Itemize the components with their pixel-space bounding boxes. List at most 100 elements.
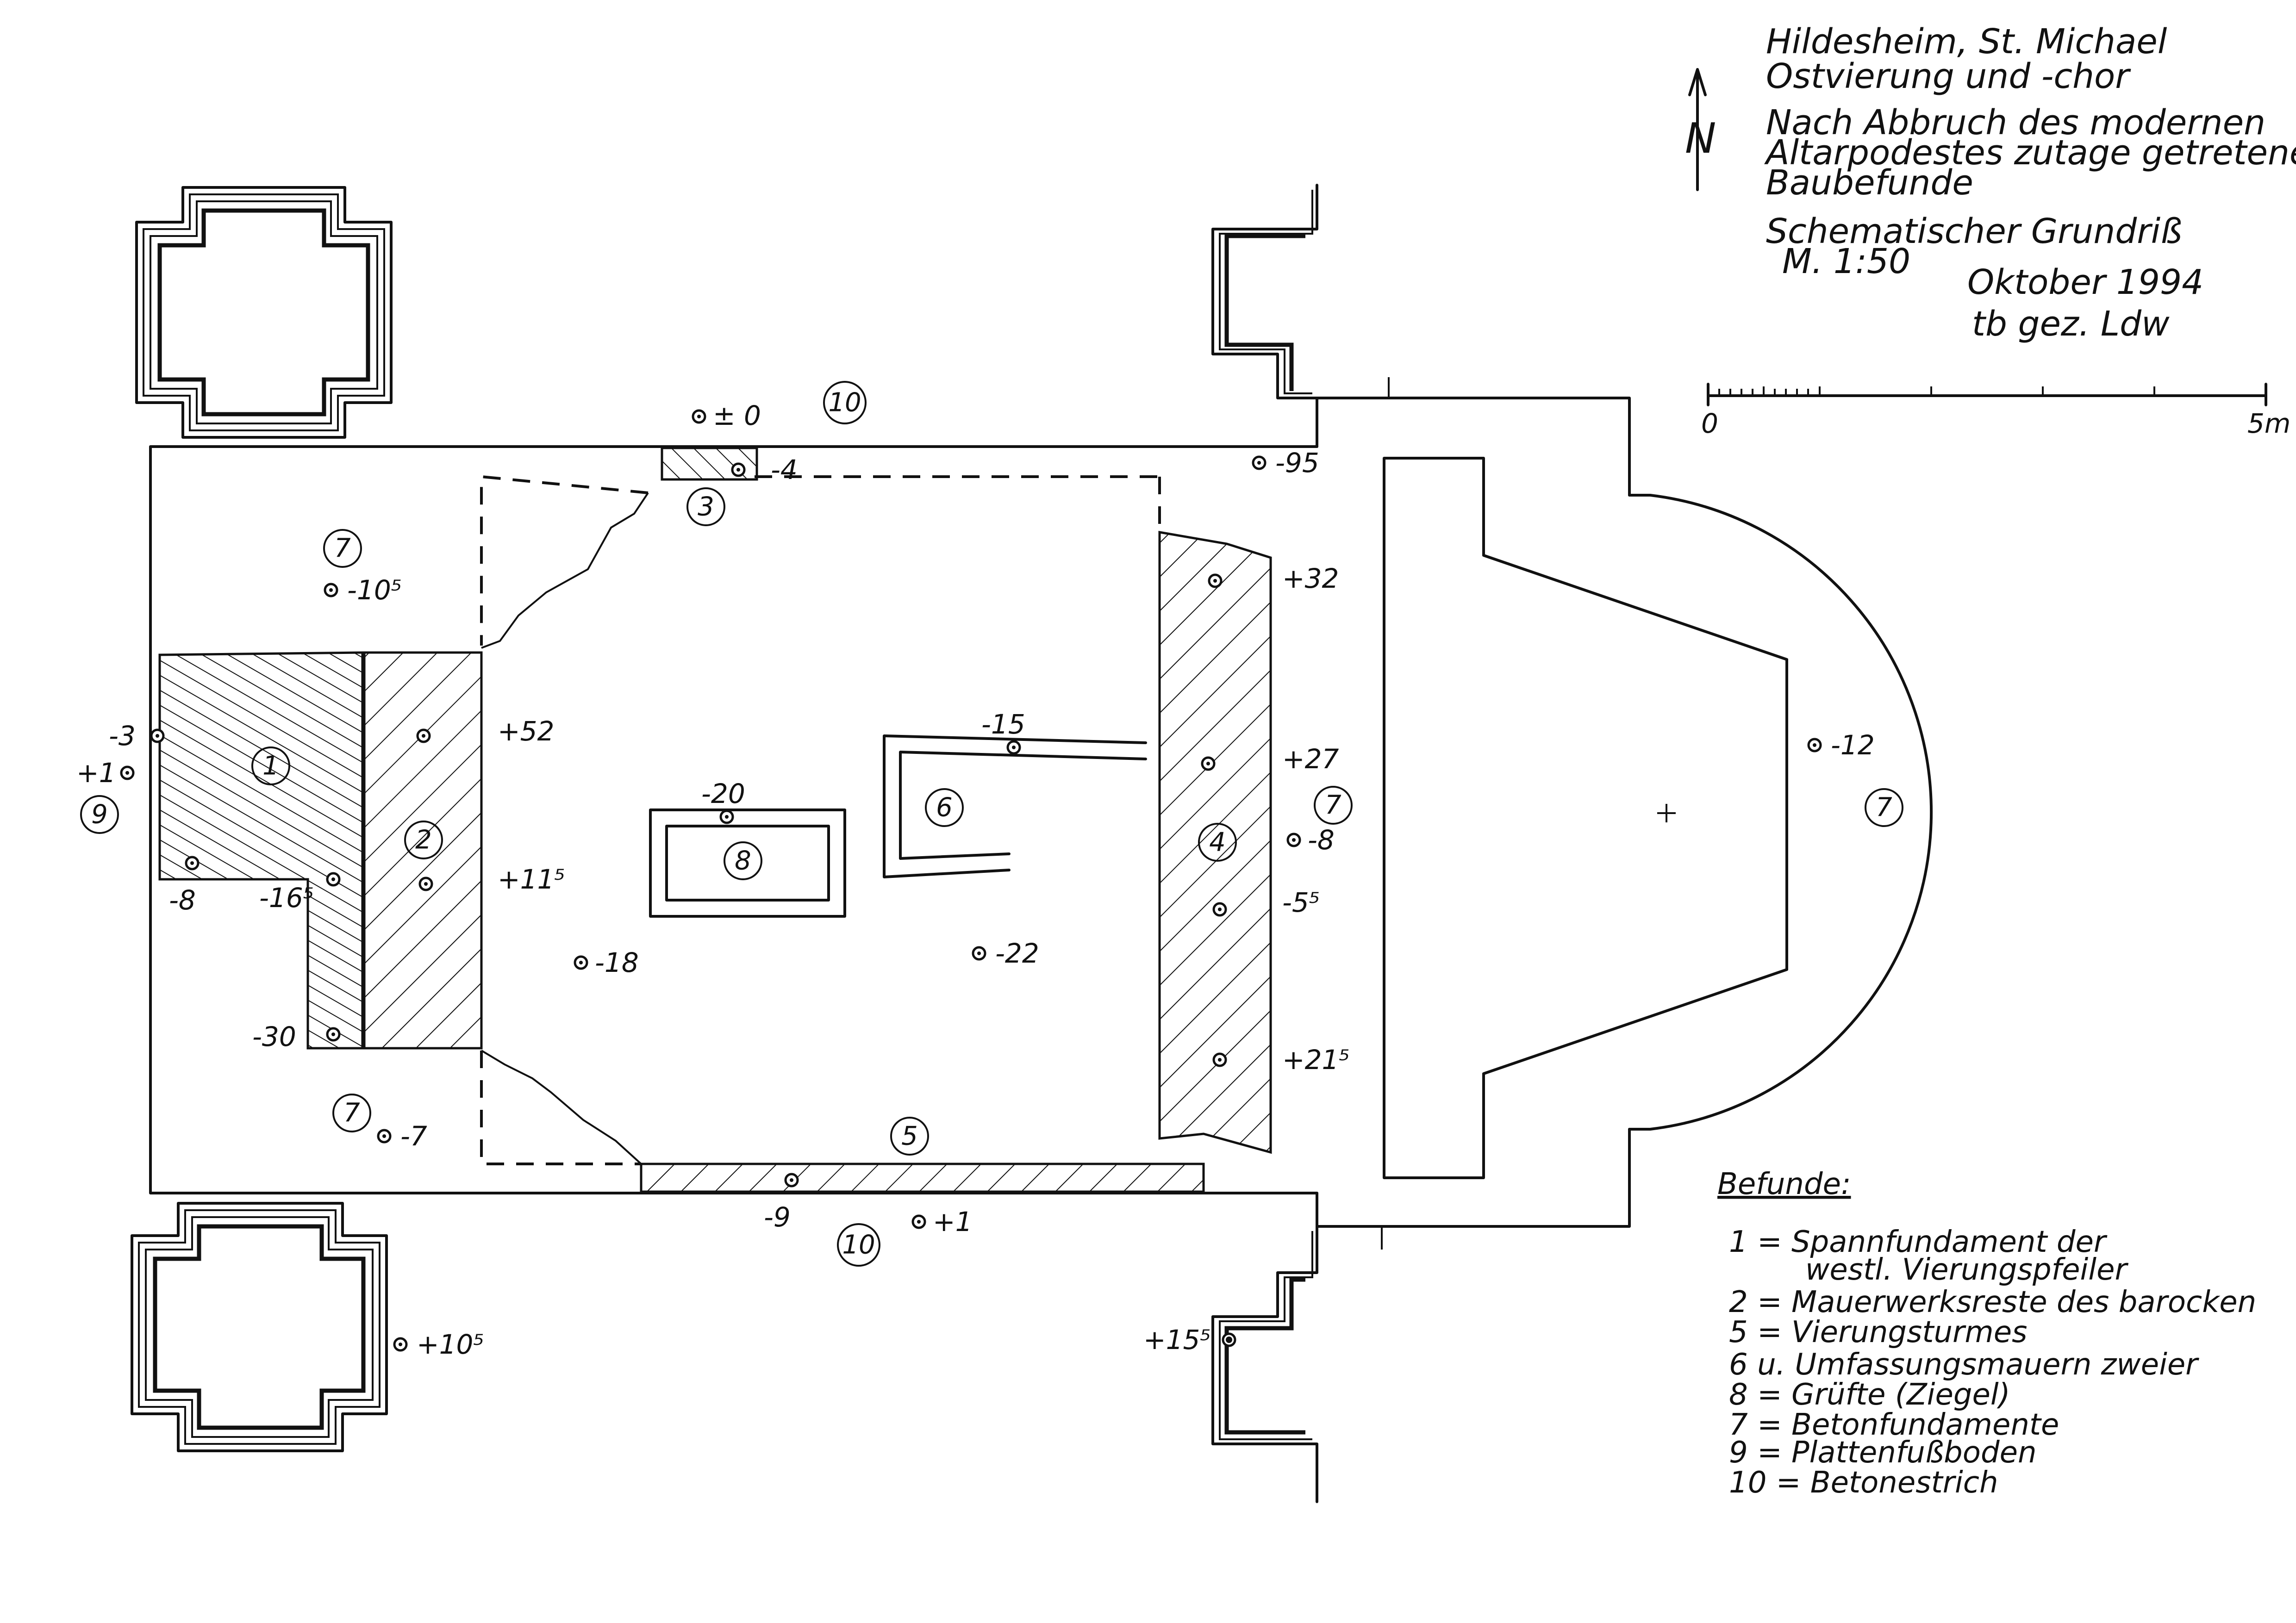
elevation-m4: -4: [731, 454, 798, 485]
svg-text:+52: +52: [498, 715, 554, 747]
elevation-m8-west: -8: [169, 856, 200, 916]
marker-10-north: 10: [823, 381, 867, 424]
svg-text:-18: -18: [595, 947, 639, 978]
legend-item-9: 9 = Plattenfußboden: [1729, 1436, 2037, 1470]
north-arrow-icon: N: [1685, 68, 1716, 191]
svg-text:-12: -12: [1831, 729, 1875, 761]
legend-item-1b: westl. Vierungspfeiler: [1805, 1253, 2128, 1287]
elevation-p1a: +1: [76, 757, 135, 789]
svg-text:-20: -20: [701, 778, 745, 809]
svg-text:-5⁵: -5⁵: [1282, 887, 1320, 918]
marker-9: 9: [80, 795, 119, 834]
marker-7-sw: 7: [332, 1094, 371, 1132]
svg-text:7: 7: [1876, 793, 1892, 823]
legend-item-8: 8 = Grüfte (Ziegel): [1729, 1378, 2010, 1412]
elevation-m20: -20: [701, 778, 745, 824]
elevation-m105: -10⁵: [324, 574, 402, 606]
marker-7-apse: 7: [1865, 788, 1903, 827]
elevation-p155: +15⁵: [1143, 1324, 1236, 1356]
title-line-2: Ostvierung und -chor: [1766, 56, 2131, 96]
apse-outline: [1628, 494, 1933, 1131]
north-label: N: [1685, 114, 1716, 163]
plan-author: tb gez. Ldw: [1972, 304, 2170, 344]
svg-text:-22: -22: [995, 938, 1039, 969]
elevation-m165: -16⁵: [259, 872, 341, 914]
marker-1: 1: [251, 746, 290, 785]
elevation-m12: -12: [1807, 729, 1875, 761]
svg-text:3: 3: [698, 492, 714, 522]
excavation-boundary: [480, 475, 1161, 1165]
svg-text:5: 5: [901, 1121, 918, 1151]
scale-start-label: 0: [1701, 408, 1718, 439]
feature-markers: 1 2 3 4 5 6 7 7 7 7 8 9 10 10: [80, 381, 1903, 1267]
description-line-2: Altarpodestes zutage getretene: [1764, 133, 2296, 173]
description-line-3: Baubefunde: [1766, 163, 1973, 203]
svg-text:-15: -15: [981, 709, 1025, 740]
title-line-1: Hildesheim, St. Michael: [1766, 22, 2167, 62]
elevation-pm0: ± 0: [692, 400, 761, 431]
svg-text:-9: -9: [764, 1201, 791, 1233]
feature-1-foundation: [158, 651, 365, 1050]
elevation-p32: +32: [1208, 563, 1339, 594]
svg-text:-7: -7: [400, 1120, 427, 1152]
pillar-northeast: [1211, 184, 1631, 497]
svg-text:± 0: ± 0: [713, 400, 761, 431]
elevation-m8-east: -8: [1286, 824, 1335, 856]
plan-date: Oktober 1994: [1967, 262, 2203, 302]
legend-item-2: 2 = Mauerwerksreste des barocken: [1729, 1285, 2256, 1319]
svg-text:9: 9: [91, 800, 108, 830]
elevation-m95: -95: [1252, 447, 1319, 479]
elevation-p1b: +1: [911, 1206, 973, 1237]
marker-10-south: 10: [837, 1223, 880, 1267]
svg-text:+15⁵: +15⁵: [1143, 1324, 1211, 1356]
svg-text:-16⁵: -16⁵: [259, 882, 314, 914]
elevation-m22: -22: [972, 938, 1039, 969]
svg-text:-4: -4: [771, 454, 798, 485]
marker-3: 3: [686, 487, 725, 526]
scale-end-label: 5m: [2247, 408, 2290, 439]
svg-text:7: 7: [343, 1098, 360, 1128]
svg-text:+11⁵: +11⁵: [498, 864, 565, 895]
elevation-p105: +10⁵: [393, 1329, 484, 1360]
elevation-m9: -9: [764, 1173, 799, 1233]
svg-text:6: 6: [936, 793, 953, 823]
svg-text:4: 4: [1209, 827, 1226, 858]
legend-item-7: 7 = Betonfundamente: [1729, 1408, 2059, 1442]
elevation-m18: -18: [574, 947, 639, 978]
legend: Befunde: 1 = Spannfundament der westl. V…: [1717, 1167, 2256, 1500]
altar-platform: [1383, 457, 1788, 1179]
apse-center-mark: [1657, 804, 1676, 822]
elevation-m3: -3: [109, 720, 165, 752]
svg-text:+21⁵: +21⁵: [1282, 1044, 1350, 1076]
svg-text:10: 10: [842, 1230, 875, 1260]
plan-scale: M. 1:50: [1782, 242, 1910, 281]
feature-5-wall: [640, 1163, 1205, 1193]
svg-text:2: 2: [415, 825, 432, 855]
pillar-northwest: [135, 186, 393, 439]
svg-text:-10⁵: -10⁵: [347, 574, 402, 606]
elevation-m7: -7: [377, 1120, 427, 1152]
marker-6: 6: [925, 788, 964, 827]
svg-text:8: 8: [735, 846, 751, 876]
legend-item-5: 5 = Vierungsturmes: [1729, 1315, 2027, 1349]
svg-text:10: 10: [828, 388, 861, 418]
feature-8-crypt: [649, 808, 846, 918]
svg-text:1: 1: [262, 751, 279, 781]
elevation-p215: +21⁵: [1212, 1044, 1350, 1076]
elevation-m15: -15: [981, 709, 1025, 755]
pillar-southwest: [131, 1202, 388, 1452]
elevation-p27: +27: [1201, 743, 1339, 775]
svg-text:+1: +1: [76, 757, 116, 789]
marker-2: 2: [404, 821, 443, 859]
elevation-m30: -30: [252, 1021, 341, 1052]
marker-5: 5: [890, 1117, 929, 1156]
legend-heading: Befunde:: [1717, 1167, 1851, 1201]
svg-text:-8: -8: [1308, 824, 1335, 856]
legend-item-10: 10 = Betonestrich: [1729, 1466, 1998, 1500]
svg-text:-95: -95: [1275, 447, 1319, 479]
svg-text:+1: +1: [933, 1206, 973, 1237]
marker-7-e: 7: [1314, 786, 1353, 825]
elevation-p115: +11⁵: [418, 864, 565, 895]
feature-2-wall: [362, 651, 483, 1050]
elevation-p52: +52: [416, 715, 554, 747]
